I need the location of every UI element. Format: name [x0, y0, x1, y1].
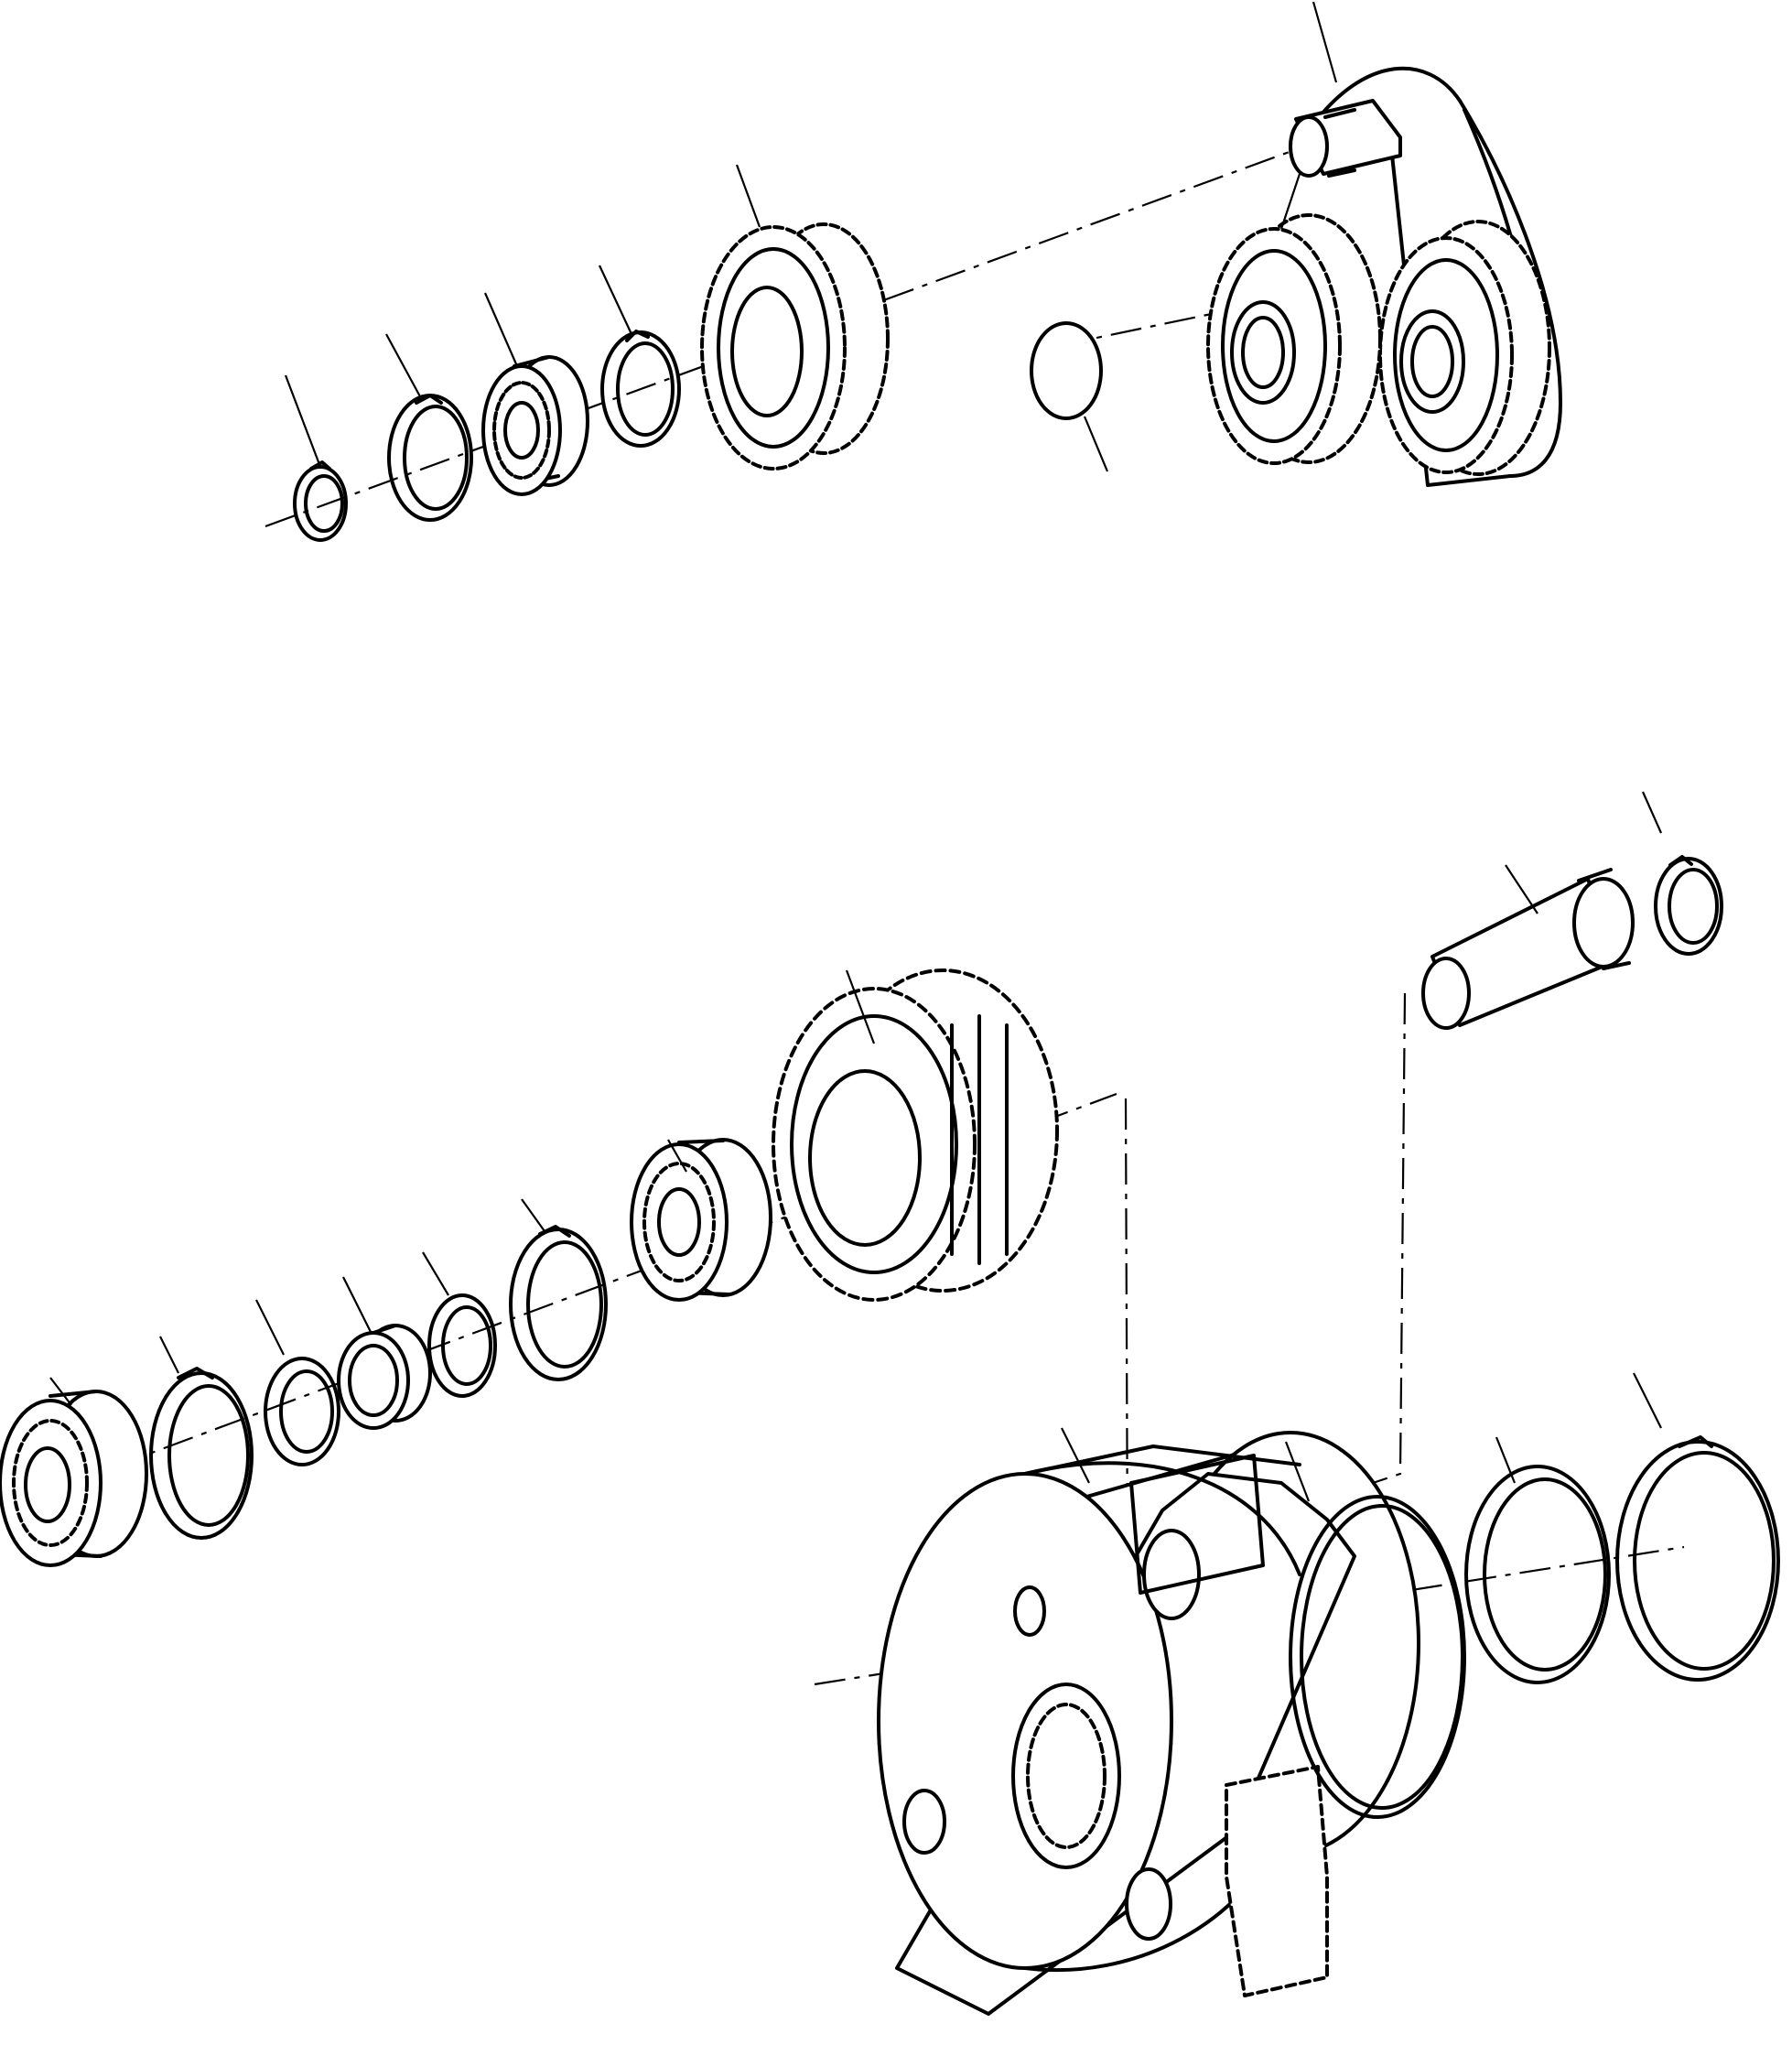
- leader-lower-ball-bearing-lower: [49, 1377, 72, 1406]
- lower-main-axis: [8, 1092, 1117, 1508]
- lower-o-ring: [1289, 1495, 1466, 1819]
- leader-lower-o-ring: [1284, 1441, 1311, 1502]
- lower-pin-snap-ring: [1654, 855, 1723, 956]
- lower-assembly: [0, 791, 1780, 2016]
- lower-ball-bearing-lower: [0, 1390, 148, 1567]
- upper-spur-gear: [700, 222, 890, 471]
- leader-upper-spur-gear: [735, 164, 761, 228]
- lower-circlip: [509, 1225, 608, 1381]
- leader-upper-ball-bearing: [483, 292, 519, 367]
- leader-upper-circlip: [599, 265, 632, 335]
- leader-planet-gear: [1279, 173, 1301, 230]
- lower-shim-ring-1: [264, 1357, 340, 1466]
- leader-lower-shim-ring-2: [422, 1251, 449, 1296]
- leader-lower-pin: [1505, 864, 1538, 914]
- lower-retaining-ring: [149, 1367, 254, 1540]
- leader-upper-snap-ring: [284, 374, 322, 468]
- lower-ball-bearing-upper: [630, 1138, 772, 1302]
- leader-lower-spacer-bushing: [342, 1276, 372, 1333]
- lower-large-retaining-ring: [1615, 1435, 1780, 1682]
- leader-lower-ball-bearing-upper: [667, 1139, 687, 1173]
- lower-pin: [1421, 868, 1635, 1030]
- leader-planet-hub-housing: [1061, 1427, 1090, 1484]
- planet-gear-1: [1206, 213, 1382, 465]
- lower-seal-ring: [1464, 1465, 1611, 1684]
- pin-drop-axis: [1372, 992, 1407, 1485]
- lower-spur-gear: [772, 968, 1059, 1302]
- leader-lower-spur-gear: [845, 969, 876, 1044]
- lower-shim-ring-2: [427, 1293, 497, 1398]
- lower-spacer-bushing: [337, 1324, 432, 1430]
- upper-ball-bearing: [481, 355, 589, 496]
- leader-lower-shim-ring-1: [255, 1299, 285, 1356]
- thrust-washer: [1030, 321, 1103, 420]
- leader-lower-circlip: [521, 1198, 545, 1232]
- leader-lower-retaining-ring: [159, 1336, 179, 1374]
- leader-lower-seal-ring: [1495, 1436, 1517, 1484]
- upper-snap-ring: [293, 460, 348, 542]
- planet-gear-2: [1378, 220, 1551, 476]
- planet-hub-housing: [877, 1431, 1420, 2016]
- leader-lower-pin-snap-ring: [1641, 791, 1663, 834]
- upper-planet-axis: [1056, 296, 1291, 348]
- leader-upper-retaining-ring: [385, 333, 422, 399]
- upper-assembly: [264, 1, 1562, 542]
- leader-lower-large-retaining-ring: [1633, 1372, 1662, 1429]
- upper-retaining-ring: [387, 394, 473, 522]
- leader-thrust-washer: [1083, 416, 1109, 472]
- leader-carrier-pin: [1312, 1, 1338, 83]
- carrier-pin: [1289, 99, 1402, 178]
- upper-circlip: [600, 330, 681, 448]
